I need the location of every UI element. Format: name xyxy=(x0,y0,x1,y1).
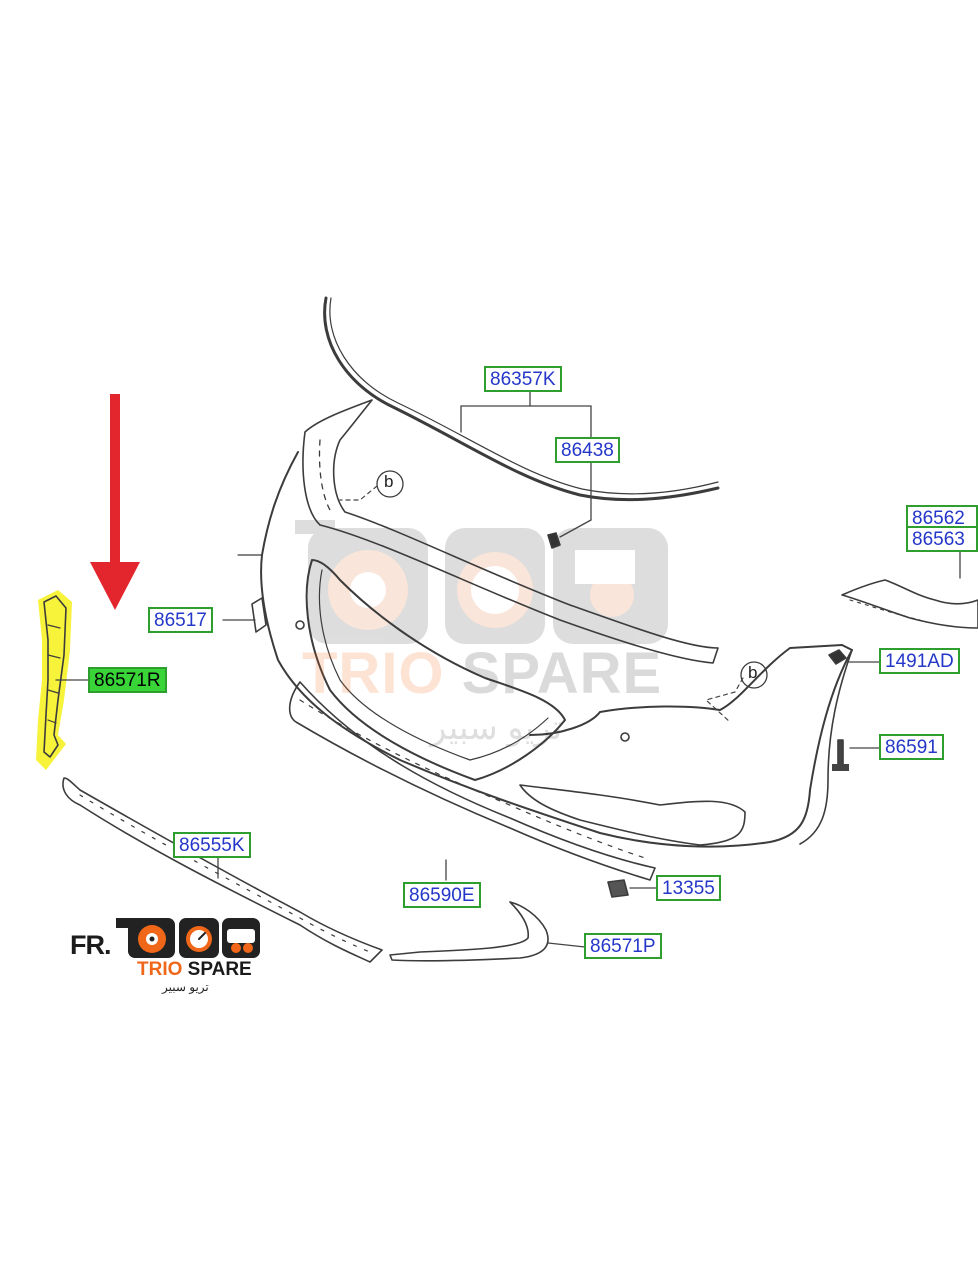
grille-inner xyxy=(318,569,549,761)
screw-86591 xyxy=(832,739,849,771)
part-label-86517[interactable]: 86517 xyxy=(148,607,213,633)
part-label-86357K[interactable]: 86357K xyxy=(484,366,562,392)
part-label-86563[interactable]: 86563 xyxy=(906,526,978,552)
orientation-label: FR. xyxy=(70,930,111,960)
part-label-86571R[interactable]: 86571R xyxy=(88,667,167,693)
part-label-1491AD[interactable]: 1491AD xyxy=(879,648,960,674)
callout-bubble-2 xyxy=(740,661,768,689)
brand-name-part2: SPARE xyxy=(187,959,252,980)
callout-b-links xyxy=(339,485,744,723)
corner-molding-86571P xyxy=(389,901,549,962)
hood-edge-inner xyxy=(329,297,719,495)
part-label-86438[interactable]: 86438 xyxy=(555,437,620,463)
clip-86517 xyxy=(251,597,267,633)
callout-letter-2: b xyxy=(748,663,758,682)
clip-13355 xyxy=(607,879,629,898)
lower-trim-detail xyxy=(299,699,646,859)
watermark-logo xyxy=(295,520,668,644)
callout-letter-1: b xyxy=(384,472,394,491)
highlighted-part-86571R xyxy=(36,590,72,770)
engine-icon xyxy=(227,929,255,953)
lower-strip-86555K xyxy=(62,777,383,963)
brand-name: TRIO SPARE xyxy=(137,959,252,981)
lower-trim-86590E xyxy=(288,681,656,881)
speedometer-icon xyxy=(186,926,212,952)
part-label-13355[interactable]: 13355 xyxy=(656,875,721,901)
fog-bracket-86562 xyxy=(841,579,978,629)
grille-opening xyxy=(305,559,566,781)
part-label-86591[interactable]: 86591 xyxy=(879,734,944,760)
bumper-outline xyxy=(260,451,853,848)
upper-garnish-detail xyxy=(318,439,331,511)
fog-lamp-recess xyxy=(519,784,746,846)
callout-bubble-1 xyxy=(376,470,404,498)
bumper-side-edge xyxy=(799,649,853,845)
parking-sensor-left xyxy=(295,620,305,630)
part-label-86571P[interactable]: 86571P xyxy=(584,933,662,959)
lower-strip-tabs xyxy=(79,794,371,953)
nut-1491AD xyxy=(828,649,847,665)
disc-brake-icon xyxy=(138,925,166,953)
red-down-arrow-icon xyxy=(90,394,140,610)
part-label-86590E[interactable]: 86590E xyxy=(403,882,481,908)
brand-arabic: تريو سبير xyxy=(162,980,209,994)
upper-garnish xyxy=(302,399,719,664)
part-label-86555K[interactable]: 86555K xyxy=(173,832,251,858)
brand-name-part1: TRIO xyxy=(137,959,183,980)
fog-bracket-detail xyxy=(849,599,921,621)
leader-lines xyxy=(55,390,961,948)
parking-sensor xyxy=(620,732,630,742)
hood-edge xyxy=(323,296,720,502)
clip-86438 xyxy=(547,532,561,549)
